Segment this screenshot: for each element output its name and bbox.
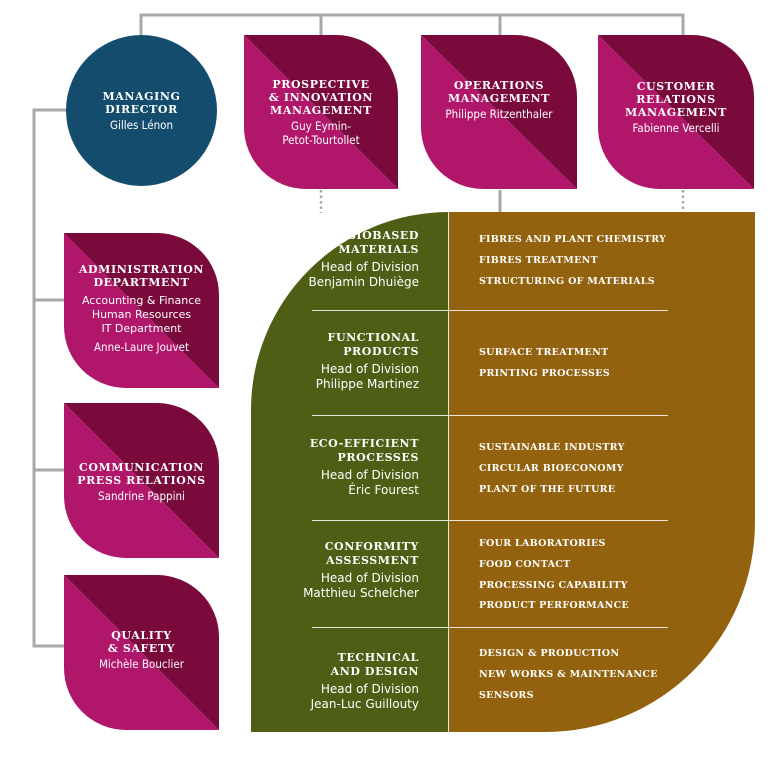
division-title: ECO-EFFICIENT PROCESSES (309, 437, 419, 464)
research-track: DESIGN & PRODUCTION (479, 648, 620, 659)
research-track: PROCESSING CAPABILITY (479, 579, 628, 591)
research-track: NEW WORKS & MAINTENANCE (479, 668, 658, 680)
unit-person: Anne-Laure Jouvet (93, 340, 190, 354)
leaf-shading (64, 575, 219, 730)
division-head: Jean-Luc Guillouty (310, 697, 419, 711)
unit-title: CUSTOMER RELATIONS MANAGEMENT (625, 80, 727, 119)
tracks-technical-design: DESIGN & PRODUCTION NEW WORKS & MAINTENA… (479, 647, 739, 709)
leaf-shading (64, 403, 219, 558)
division-biobased-materials: BIOBASED MATERIALS Head of Division Benj… (249, 229, 419, 290)
division-head: Philippe Martinez (315, 377, 419, 391)
division-separator (312, 415, 668, 416)
administration-department-unit: ADMINISTRATION DEPARTMENT Accounting & F… (64, 233, 219, 388)
division-role: Head of Division (320, 468, 419, 482)
left-bus-line (32, 108, 66, 648)
division-functional-products: FUNCTIONAL PRODUCTS Head of Division Phi… (249, 331, 419, 392)
research-track: PRODUCT PERFORMANCE (479, 600, 630, 612)
unit-title: MANAGING DIRECTOR (102, 89, 181, 116)
research-track: SURFACE TREATMENT (479, 347, 609, 358)
operations-management-unit: OPERATIONS MANAGEMENT Philippe Ritzentha… (421, 35, 577, 189)
unit-title: PROSPECTIVE & INNOVATION MANAGEMENT (268, 77, 374, 117)
managing-director-unit: MANAGING DIRECTOR Gilles Lénon (66, 35, 217, 186)
research-track: FIBRES TREATMENT (479, 254, 598, 266)
research-track: STRUCTURING OF MATERIALS (479, 275, 655, 287)
tracks-biobased-materials: FIBRES AND PLANT CHEMISTRY FIBRES TREATM… (479, 233, 739, 295)
division-separator (312, 520, 668, 521)
research-track: SENSORS (479, 689, 534, 701)
top-bus-line (139, 13, 685, 37)
division-title: CONFORMITY ASSESSMENT (324, 540, 419, 567)
research-track: FIBRES AND PLANT CHEMISTRY (479, 234, 667, 245)
unit-title: QUALITY & SAFETY (107, 629, 176, 655)
panel-divider (448, 212, 449, 732)
division-head: Matthieu Schelcher (303, 586, 419, 600)
leaf-shading (421, 35, 577, 189)
division-eco-efficient-processes: ECO-EFFICIENT PROCESSES Head of Division… (249, 437, 419, 498)
research-track: PRINTING PROCESSES (479, 367, 610, 379)
division-title: BIOBASED MATERIALS (338, 229, 419, 256)
division-head: Éric Fourest (348, 483, 419, 497)
communication-press-relations-unit: COMMUNICATION PRESS RELATIONS Sandrine P… (64, 403, 219, 558)
unit-person: Fabienne Vercelli (632, 121, 720, 135)
research-track: CIRCULAR BIOECONOMY (479, 462, 624, 474)
tracks-eco-efficient-processes: SUSTAINABLE INDUSTRY CIRCULAR BIOECONOMY… (479, 441, 739, 503)
division-role: Head of Division (320, 682, 419, 696)
unit-person: Philippe Ritzenthaler (445, 107, 553, 121)
division-role: Head of Division (320, 362, 419, 376)
unit-person: Michèle Bouclier (99, 657, 184, 671)
leaf-shading (598, 35, 754, 189)
leaf-shading (244, 35, 398, 189)
divisions-panel (251, 212, 449, 732)
unit-title: COMMUNICATION PRESS RELATIONS (77, 461, 206, 487)
division-separator (312, 627, 668, 628)
unit-person: Guy Eymin- Petot-Tourtollet (282, 118, 360, 147)
division-technical-design: TECHNICAL AND DESIGN Head of Division Je… (249, 651, 419, 712)
prospective-innovation-unit: PROSPECTIVE & INNOVATION MANAGEMENT Guy … (244, 35, 398, 189)
unit-title: ADMINISTRATION DEPARTMENT (78, 263, 205, 289)
division-conformity-assessment: CONFORMITY ASSESSMENT Head of Division M… (249, 540, 419, 601)
unit-person: Sandrine Pappini (98, 489, 185, 503)
division-title: FUNCTIONAL PRODUCTS (327, 331, 419, 358)
division-head: Benjamin Dhuiège (308, 275, 419, 289)
research-track: FOOD CONTACT (479, 558, 571, 570)
research-tracks-panel (449, 212, 755, 732)
tracks-conformity-assessment: FOUR LABORATORIES FOOD CONTACT PROCESSIN… (479, 537, 739, 620)
division-role: Head of Division (320, 571, 419, 585)
quality-safety-unit: QUALITY & SAFETY Michèle Bouclier (64, 575, 219, 730)
leaf-shading (64, 233, 219, 388)
research-track: SUSTAINABLE INDUSTRY (479, 442, 625, 453)
division-title: TECHNICAL AND DESIGN (330, 651, 419, 678)
division-role: Head of Division (320, 260, 419, 274)
unit-services: Accounting & Finance Human Resources IT … (81, 294, 202, 335)
research-track: PLANT OF THE FUTURE (479, 483, 616, 495)
division-separator (312, 310, 668, 311)
unit-person: Gilles Lénon (109, 117, 174, 132)
customer-relations-unit: CUSTOMER RELATIONS MANAGEMENT Fabienne V… (598, 35, 754, 189)
unit-title: OPERATIONS MANAGEMENT (448, 79, 550, 105)
research-track: FOUR LABORATORIES (479, 538, 606, 549)
tracks-functional-products: SURFACE TREATMENT PRINTING PROCESSES (479, 346, 739, 388)
